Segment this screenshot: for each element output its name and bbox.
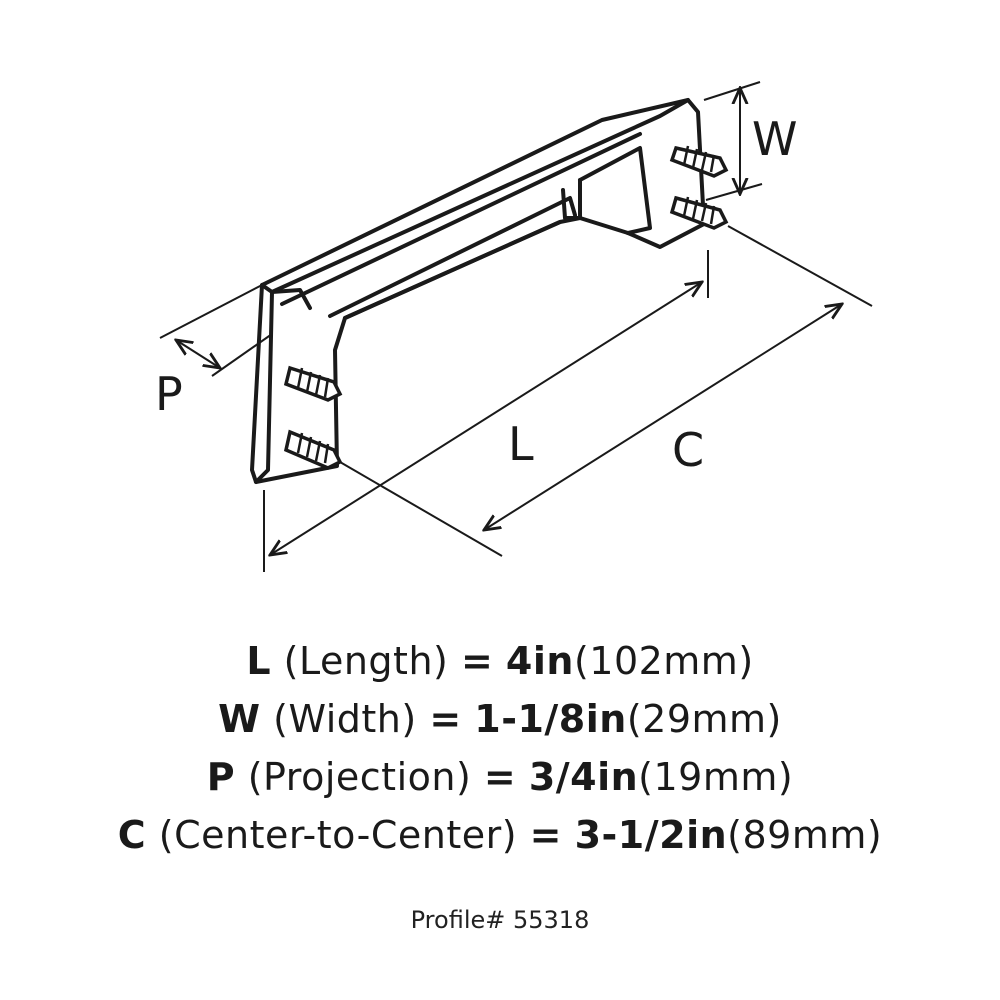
p-label: P bbox=[155, 367, 183, 421]
spec-equals: = bbox=[429, 697, 462, 741]
spec-value: 3/4in bbox=[528, 755, 639, 799]
spec-letter: W bbox=[218, 697, 261, 741]
p-dimension-arrow bbox=[176, 340, 220, 368]
profile-number: Profile# 55318 bbox=[0, 906, 1000, 934]
spec-metric: (19mm) bbox=[638, 755, 794, 799]
spec-name: (Projection) bbox=[247, 755, 472, 799]
w-extension-bottom bbox=[705, 183, 763, 201]
handle-diagram: W P L C bbox=[155, 81, 873, 572]
spec-letter: C bbox=[117, 813, 147, 857]
w-extension-top bbox=[703, 81, 761, 101]
w-label: W bbox=[752, 112, 797, 166]
spec-value: 1-1/8in bbox=[474, 697, 627, 741]
right-leg-side bbox=[578, 146, 652, 235]
spec-metric: (89mm) bbox=[727, 813, 883, 857]
inner-arch-lower bbox=[343, 220, 562, 320]
c-label: C bbox=[672, 423, 704, 477]
spec-length: L (Length) = 4in(102mm) bbox=[0, 632, 1000, 690]
spec-value: 3-1/2in bbox=[574, 813, 728, 857]
p-extension-top bbox=[159, 284, 263, 339]
spec-name: (Width) bbox=[273, 697, 417, 741]
spec-letter: P bbox=[206, 755, 236, 799]
spec-equals: = bbox=[529, 813, 562, 857]
spec-equals: = bbox=[460, 639, 494, 683]
p-extension-bottom bbox=[211, 333, 273, 377]
spec-width: W (Width) = 1-1/8in(29mm) bbox=[0, 690, 1000, 748]
profile-label: Profile# bbox=[410, 906, 506, 934]
c-extension-right bbox=[727, 225, 873, 307]
screw-bottom-right bbox=[669, 195, 729, 230]
spec-letter: L bbox=[246, 639, 272, 683]
c-extension-left bbox=[339, 461, 503, 557]
dimension-specs: L (Length) = 4in(102mm) W (Width) = 1-1/… bbox=[0, 632, 1000, 864]
spec-metric: (102mm) bbox=[573, 639, 754, 683]
spec-name: (Center-to-Center) bbox=[158, 813, 518, 857]
inner-arch bbox=[328, 196, 577, 318]
top-bevel-line bbox=[280, 132, 642, 306]
spec-metric: (29mm) bbox=[626, 697, 782, 741]
screw-top-left bbox=[283, 365, 343, 402]
screw-bottom-left bbox=[283, 429, 343, 470]
spec-name: (Length) bbox=[283, 639, 449, 683]
spec-value: 4in bbox=[505, 639, 574, 683]
profile-value: 55318 bbox=[513, 906, 590, 934]
screw-top-right bbox=[669, 145, 729, 178]
spec-center-to-center: C (Center-to-Center) = 3-1/2in(89mm) bbox=[0, 806, 1000, 864]
c-dimension-arrow bbox=[484, 304, 842, 530]
right-leg-fold bbox=[561, 188, 582, 220]
spec-equals: = bbox=[483, 755, 517, 799]
spec-projection: P (Projection) = 3/4in(19mm) bbox=[0, 748, 1000, 806]
l-label: L bbox=[508, 417, 534, 471]
top-face-line bbox=[270, 98, 690, 294]
